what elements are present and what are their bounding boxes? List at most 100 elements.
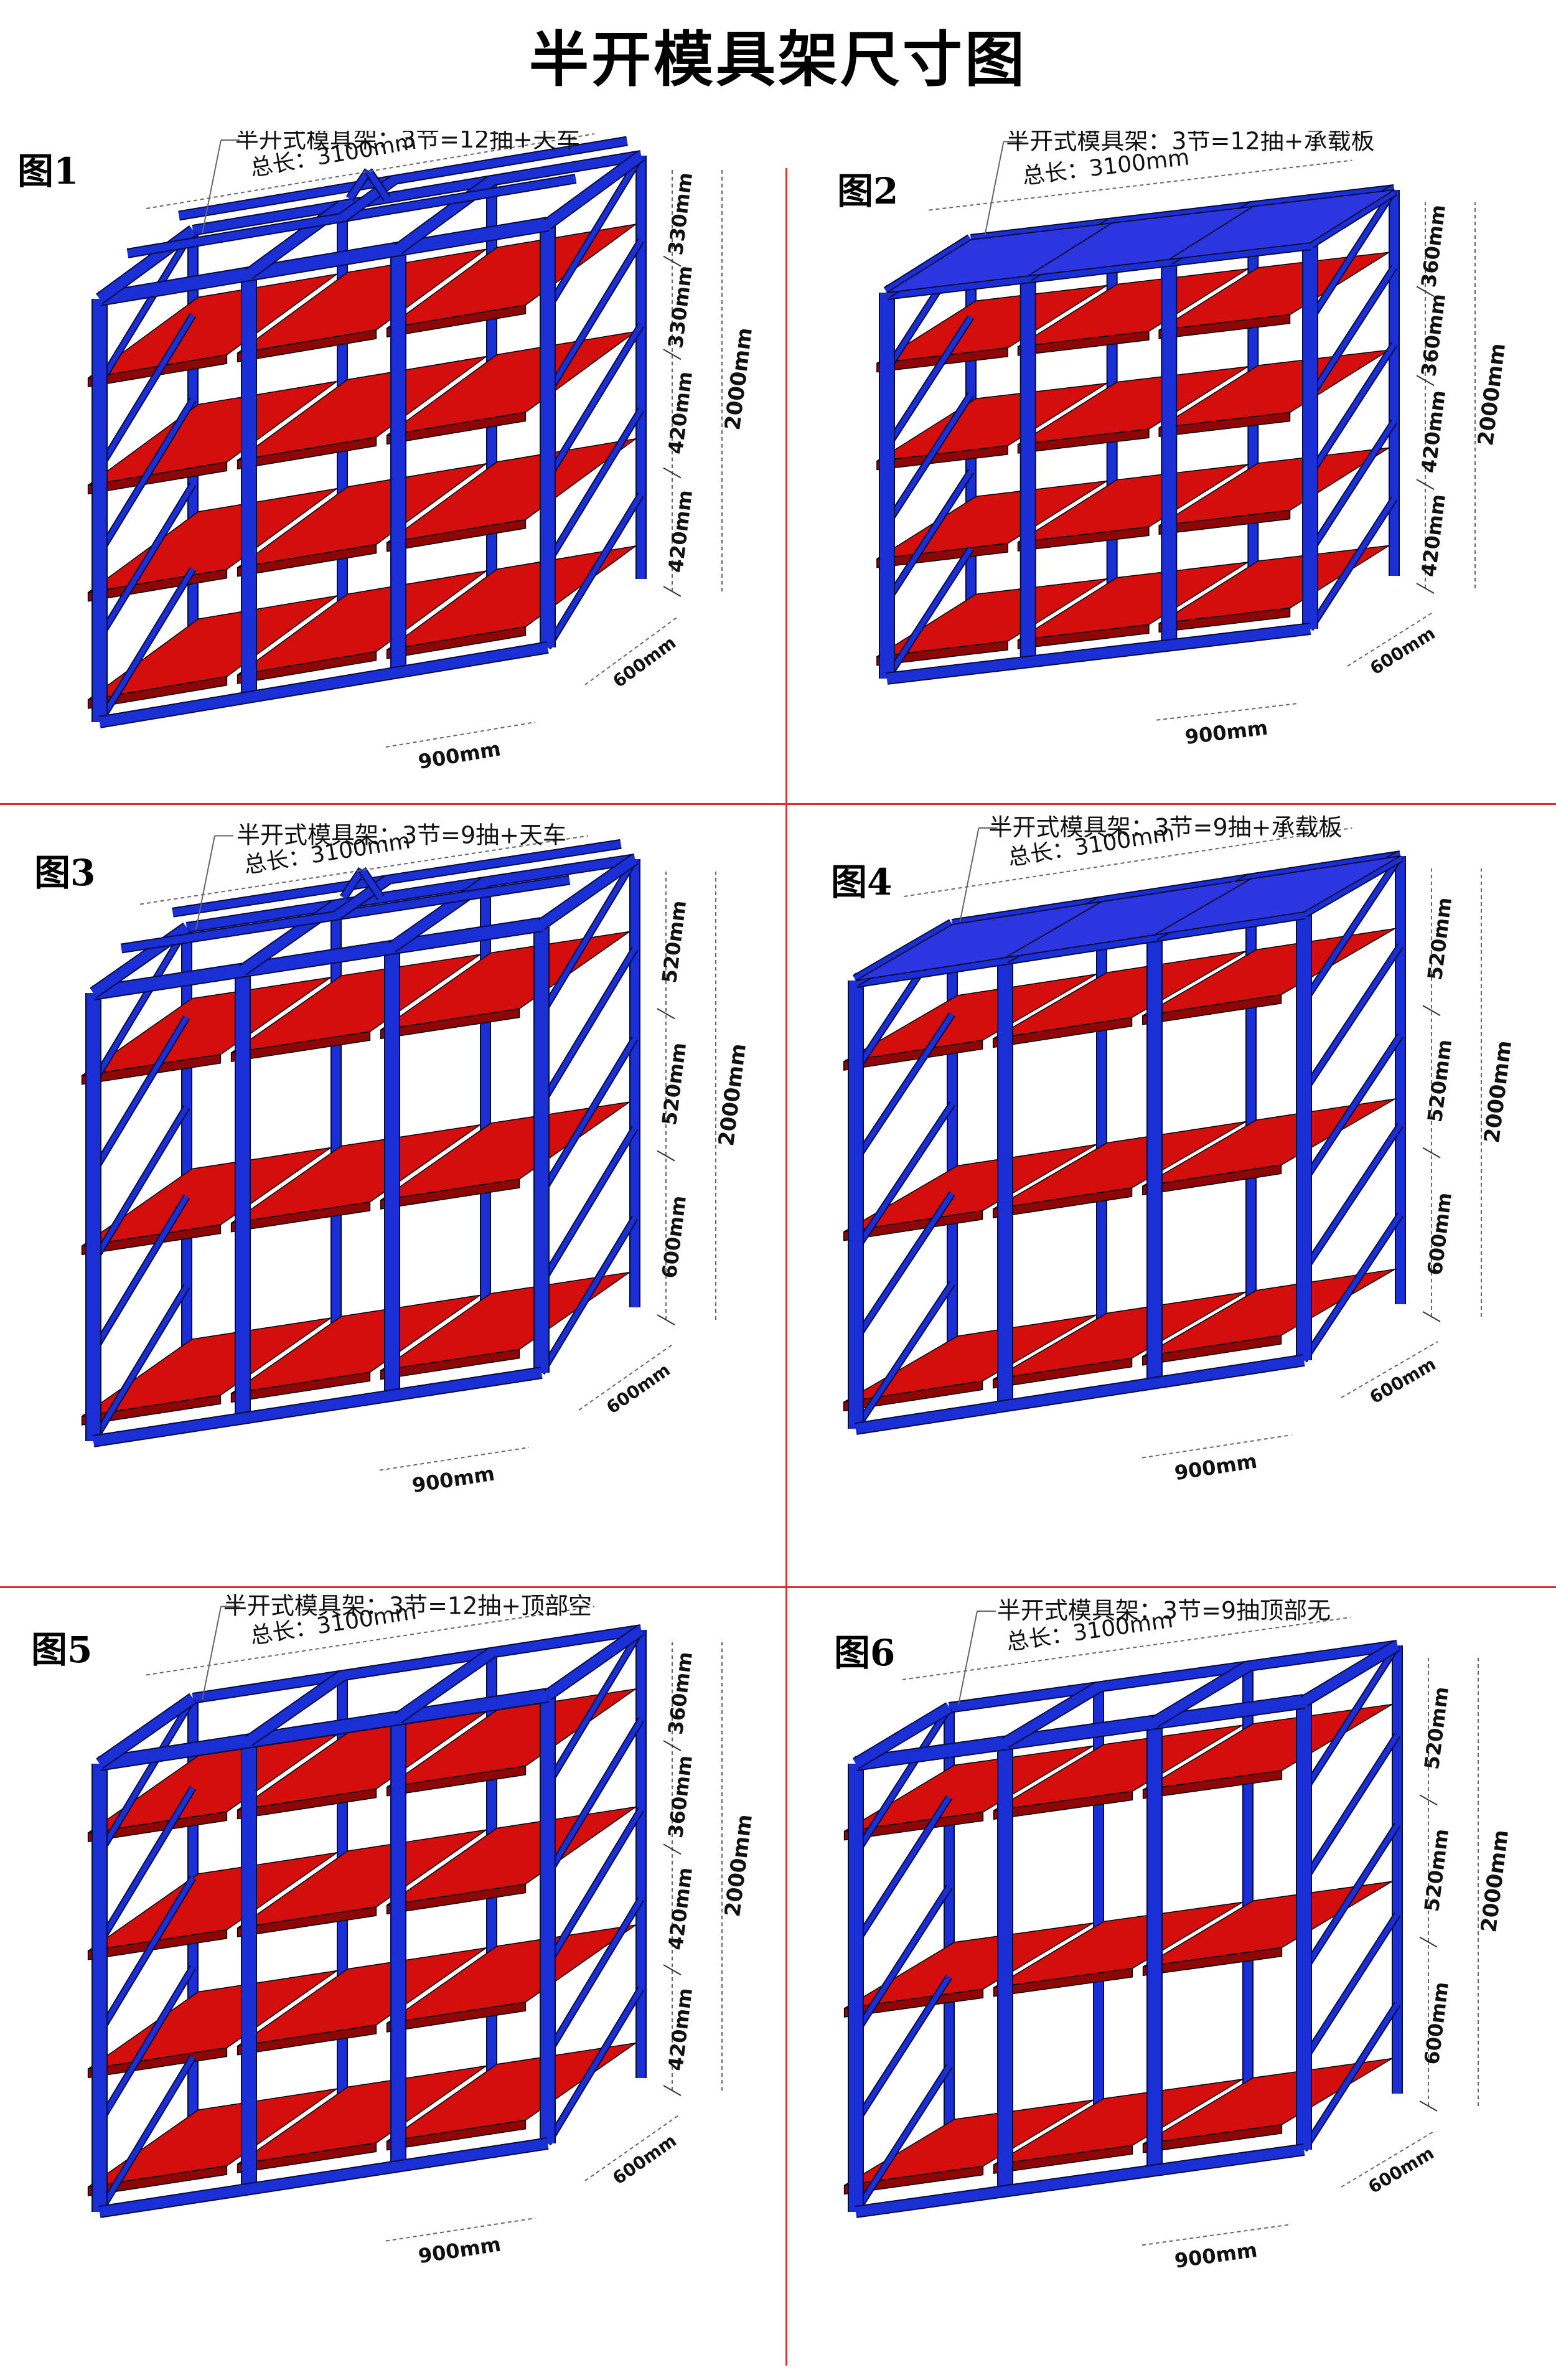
crane-trolley-beam <box>334 876 391 920</box>
callout-leader <box>958 1611 978 1705</box>
dimension-tick <box>663 1964 682 1976</box>
side-diagonal-brace <box>1301 1213 1403 1362</box>
rack-front-top-beam <box>92 918 543 999</box>
rack-diagram: 2000mm330mm330mm420mm420mm900mm600mm总长：3… <box>87 131 757 774</box>
drawer-front-edge <box>1141 994 1282 1025</box>
side-diagonal-brace <box>884 315 973 449</box>
rack-top-side-beam <box>395 1649 495 1723</box>
dimension-line <box>385 2218 536 2242</box>
side-diagonal-brace <box>1301 2002 1400 2152</box>
dimension-tick <box>663 586 682 597</box>
side-diagonal-brace <box>853 1012 955 1162</box>
drawer-front-edge <box>237 329 377 362</box>
dimension-line <box>578 1344 673 1411</box>
crane-hoist <box>347 169 372 200</box>
side-diagonal-brace <box>1301 944 1403 1093</box>
drawer-front-edge <box>81 1395 222 1426</box>
side-diagonal-brace <box>853 1795 952 1945</box>
rack-back-top-beam <box>192 1625 642 1703</box>
side-diagonal-brace <box>1301 1912 1400 2062</box>
dimension-line <box>902 1617 1351 1680</box>
height-dimension: 2000mm <box>1473 342 1511 447</box>
rack-top-side-beam <box>545 151 644 228</box>
drawer-front-edge <box>843 1040 983 1071</box>
dimension-tick <box>1422 1311 1441 1322</box>
segment-dimension: 600mm <box>1423 1191 1456 1276</box>
rack-back-top-beam <box>192 151 642 235</box>
side-diagonal-brace <box>1301 1033 1403 1183</box>
segment-dimension: 420mm <box>663 1866 697 1951</box>
side-diagonal-brace <box>1301 1644 1400 1793</box>
panel-label: 图3 <box>34 852 96 894</box>
rack-top-side-beam <box>1301 1641 1400 1706</box>
rack-front-top-beam <box>855 1695 1305 1770</box>
drawer-front-edge <box>1141 1335 1282 1366</box>
crane-rail <box>172 840 622 916</box>
height-dimension: 2000mm <box>1479 1039 1517 1144</box>
callout-leader <box>959 827 980 922</box>
drawer-front-edge <box>237 1906 377 1937</box>
drawer-front-edge <box>237 2024 377 2056</box>
side-diagonal-brace <box>1301 854 1403 1004</box>
drawer-front-edge <box>237 436 377 470</box>
side-diagonal-brace <box>539 1037 637 1195</box>
segment-dimension: 520mm <box>1420 1828 1453 1913</box>
rack-top-side-beam <box>853 1703 952 1768</box>
page-title: 半开模具架尺寸图 <box>529 24 1027 95</box>
segment-dimension: 520mm <box>1423 1038 1456 1124</box>
drawer-front-edge <box>843 1380 983 1412</box>
drawer-front-edge <box>1158 412 1291 438</box>
side-diagonal-brace <box>539 947 637 1106</box>
height-dimension: 2000mm <box>720 1813 757 1918</box>
drawer-front-edge <box>992 1187 1133 1218</box>
side-diagonal-brace <box>853 1975 952 2124</box>
dimension-tick <box>663 1843 682 1855</box>
drawer-front-edge <box>230 1201 371 1233</box>
dimension-tick <box>657 1008 675 1020</box>
rack-top-side-beam <box>96 1694 196 1768</box>
dimension-line <box>139 835 589 905</box>
description-callout: 半开式模具架：3节=12抽+顶部空 <box>223 1592 592 1620</box>
horizontal-divider-2 <box>0 1586 1556 1588</box>
dimension-tick <box>1416 479 1435 490</box>
callout-leader <box>984 141 1005 235</box>
height-dimension: 2000mm <box>714 1042 751 1147</box>
segment-dimension: 330mm <box>663 264 697 349</box>
segment-dimension: 420mm <box>1417 389 1450 474</box>
drawer-front-edge <box>1158 314 1291 339</box>
dimension-line <box>904 827 1352 897</box>
dimension-line <box>584 2115 679 2181</box>
drawer-front-edge <box>380 1008 520 1040</box>
drawer-front-edge <box>386 626 527 659</box>
segment-dimension: 360mm <box>663 1650 697 1736</box>
side-diagonal-brace <box>545 323 644 480</box>
segment-dimension: 360mm <box>663 1754 697 1839</box>
height-dimension: 2000mm <box>720 326 757 431</box>
rack-front-top-beam <box>98 1689 549 1770</box>
crane-rail <box>178 137 628 220</box>
vertical-divider <box>785 168 787 2366</box>
side-diagonal-brace <box>97 1696 195 1855</box>
panel-label: 图6 <box>834 1632 896 1674</box>
dimension-line <box>1347 613 1432 667</box>
drawer-front-edge <box>87 1929 228 1960</box>
drawer-front-edge <box>1017 526 1150 552</box>
side-diagonal-brace <box>97 482 195 639</box>
depth-dimension: 600mm <box>609 632 680 692</box>
rack-diagram: 2000mm520mm520mm600mm900mm600mm总长：3100mm… <box>843 814 1517 1485</box>
dimension-line <box>146 1606 595 1676</box>
side-diagonal-brace <box>539 1126 637 1285</box>
rack-front-bottom-beam <box>98 642 549 727</box>
dimension-tick <box>663 1740 682 1752</box>
dimension-line <box>379 1447 530 1471</box>
segment-dimension: 420mm <box>1417 493 1450 578</box>
dimension-tick <box>663 349 682 360</box>
side-diagonal-brace <box>545 1628 644 1787</box>
drawer-front-edge <box>386 2001 527 2033</box>
drawer-front-edge <box>386 1883 527 1915</box>
segment-dimension: 520mm <box>657 1042 691 1127</box>
rack-top-side-beam <box>545 1625 644 1700</box>
segment-dimension: 420mm <box>663 1987 697 2072</box>
